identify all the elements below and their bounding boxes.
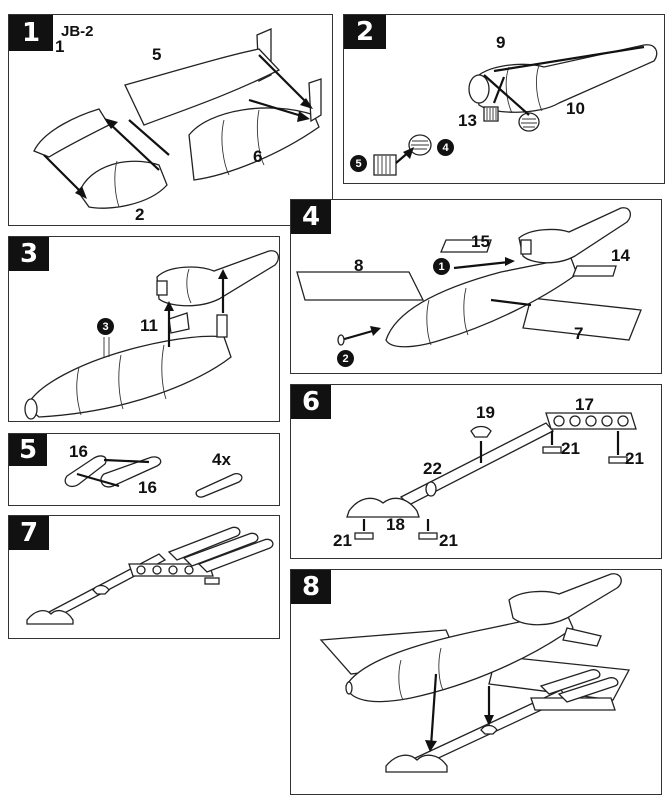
step-number: 7 [19,518,39,548]
part-label: 22 [423,459,442,478]
part-label: 2 [135,205,145,224]
part-label: 21 [561,439,580,458]
step-4-panel: 4 15 14 8 7 1 2 [290,199,662,374]
part-label: 7 [574,324,584,343]
part-label: 11 [140,316,158,335]
quantity-label: 4x [212,450,231,469]
callout-badge: 5 [350,155,367,172]
launch-rail-drawing [346,412,637,540]
part-label: 9 [496,33,506,52]
part-label: 16 [138,478,157,497]
part-label: 15 [471,232,490,251]
model-name-label: JB-2 [61,23,94,40]
callout-badge: 3 [97,318,114,335]
step-6-panel: 6 19 17 22 21 21 18 21 21 [290,384,662,559]
step-number: 2 [355,17,375,47]
part-label: 8 [354,256,364,275]
step-5-panel: 5 16 16 4x [8,433,280,506]
part-label: 21 [625,449,644,468]
step-3-panel: 3 11 3 [8,236,280,422]
wing-assembly-drawing [296,207,642,348]
part-label: 13 [458,111,477,130]
part-label: 10 [566,99,585,118]
part-label: 5 [152,45,162,64]
step-number: 8 [301,572,321,602]
callout-badge: 2 [337,350,354,367]
rocket-booster-drawing [64,455,243,498]
part-label: 17 [575,395,594,414]
callout-badge: 4 [437,139,454,156]
step-8-badge: 8 [291,570,331,604]
step-5-badge: 5 [9,434,47,466]
part-label: 18 [386,515,405,534]
step-3-badge: 3 [9,237,49,271]
step-number: 1 [21,18,41,48]
step-4-badge: 4 [291,200,331,234]
step-6-badge: 6 [291,385,331,419]
step-1-badge: 1 [9,15,53,51]
part-label: 16 [69,442,88,461]
final-assembly-drawing [319,573,631,773]
fuselage-top-assembly-drawing [24,250,280,420]
engine-assembly-drawing [373,44,658,176]
step-number: 6 [301,387,321,417]
step-7-panel: 7 [8,515,280,639]
step-2-badge: 2 [344,15,386,49]
part-label: 19 [476,403,495,422]
rail-with-boosters-drawing [26,526,274,625]
callout-badge: 1 [433,258,450,275]
step-2-panel: 2 9 10 13 5 4 [343,14,665,184]
step-number: 5 [18,435,38,465]
step-number: 4 [301,202,321,232]
part-label: 21 [439,531,458,550]
part-label: 1 [55,37,65,56]
part-label: 6 [253,147,263,166]
step-1-panel: 1 JB-2 1 5 6 2 [8,14,333,226]
step-number: 3 [19,239,39,269]
part-label: 14 [611,246,630,265]
step-8-panel: 8 [290,569,662,795]
fuselage-front-assembly-drawing [33,28,322,209]
step-7-badge: 7 [9,516,49,550]
part-label: 21 [333,531,352,550]
